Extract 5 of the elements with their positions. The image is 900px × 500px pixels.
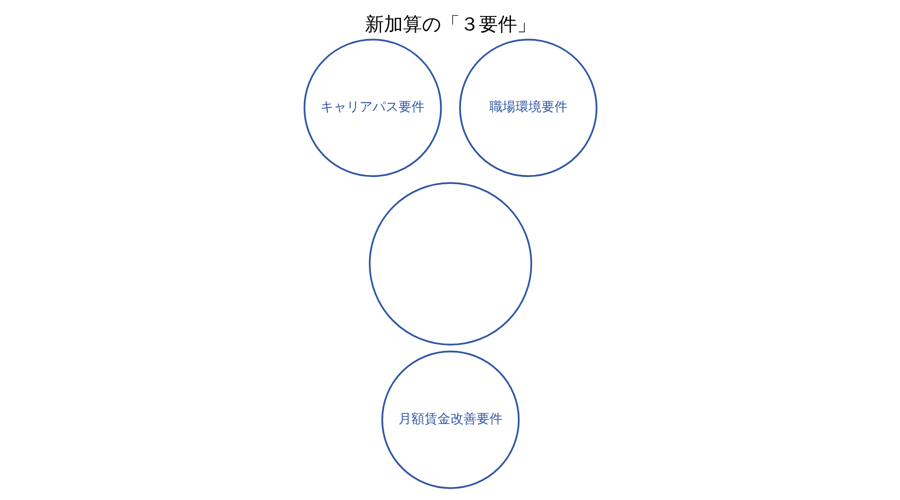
- node-circle: キャリアパス要件: [303, 38, 442, 177]
- node-circle: 月額賃金改善要件: [380, 350, 520, 489]
- node-circle: [368, 182, 532, 346]
- node-circle: 職場環境要件: [458, 38, 597, 177]
- diagram-title: 新加算の「３要件」: [364, 14, 536, 36]
